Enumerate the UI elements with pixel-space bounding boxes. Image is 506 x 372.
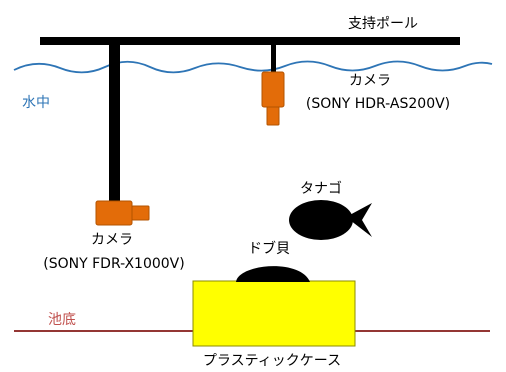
fish-icon: [289, 200, 372, 240]
right-camera-name-label: カメラ: [349, 73, 391, 89]
left-camera: [95, 200, 150, 226]
right-camera-model-label: (SONY HDR-AS200V): [306, 96, 450, 112]
left-camera-body: [95, 200, 133, 226]
pole-label: 支持ポール: [348, 16, 418, 32]
left-camera-name-label: カメラ: [91, 232, 133, 248]
left-camera-arm: [109, 43, 120, 203]
right-camera: [261, 71, 285, 126]
support-pole: [40, 37, 460, 45]
plastic-case: [192, 280, 356, 347]
shell-icon: [236, 266, 310, 282]
fish-tail: [346, 203, 372, 237]
right-camera-body: [261, 71, 285, 108]
water-surface-line: [13, 60, 493, 74]
case-label: プラスティックケース: [203, 353, 341, 369]
shell-label: ドブ貝: [248, 240, 290, 257]
left-camera-model-label: (SONY FDR-X1000V): [43, 256, 184, 272]
right-camera-arm: [271, 43, 276, 73]
fish-label: タナゴ: [300, 180, 342, 197]
left-camera-lens: [131, 205, 150, 221]
right-camera-lens: [266, 106, 280, 126]
pond-bottom-label: 池底: [48, 312, 76, 328]
underwater-label: 水中: [22, 95, 50, 111]
fish-body: [289, 200, 353, 240]
